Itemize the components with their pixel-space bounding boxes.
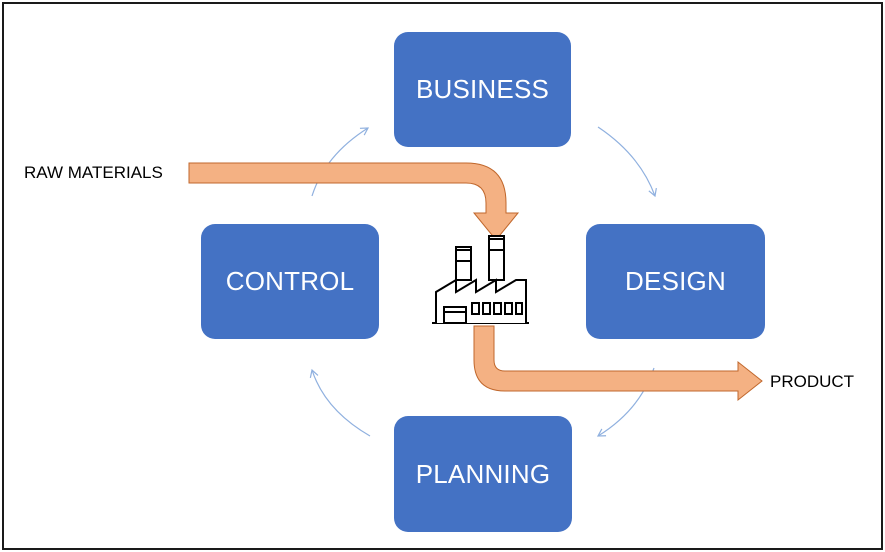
cycle-arrow-control-to-business <box>311 127 370 197</box>
factory-icon <box>432 235 529 324</box>
product-label: PRODUCT <box>770 372 855 391</box>
cycle-arrow-business-to-design <box>597 126 657 198</box>
business-label: BUSINESS <box>415 74 550 104</box>
design-label: DESIGN <box>625 266 726 296</box>
planning-box: PLANNING <box>394 416 572 532</box>
product-flow-arrow <box>473 325 763 402</box>
business-box: BUSINESS <box>394 32 571 147</box>
control-label: CONTROL <box>225 266 355 296</box>
raw-materials-label: RAW MATERIALS <box>24 163 163 182</box>
control-box: CONTROL <box>201 224 379 339</box>
cycle-arrow-planning-to-control <box>309 368 371 437</box>
design-box: DESIGN <box>586 224 765 339</box>
planning-label: PLANNING <box>415 458 551 489</box>
